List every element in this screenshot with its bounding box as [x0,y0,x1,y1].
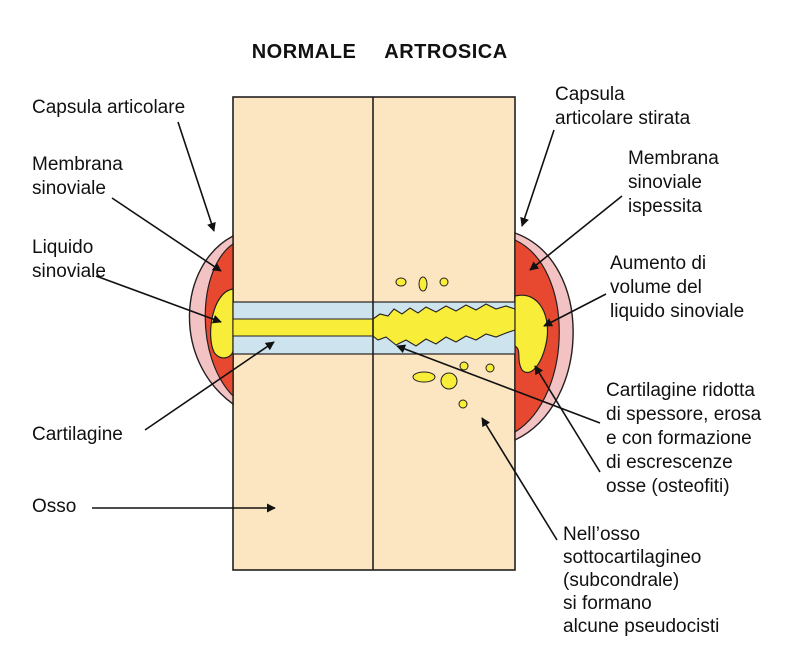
header-normal: NORMALE [252,41,357,63]
pseudocyst [440,372,458,390]
label-capsule-left: Capsula articolare [32,97,185,118]
arrow-cartilage-right-1 [396,344,601,424]
pseudocyst [418,276,428,292]
arrow-cartilage-right-2 [534,365,601,473]
label-cartilage-left: Cartilagine [32,424,123,445]
fluid-left [210,288,234,359]
pseudocyst [485,363,495,373]
arrow-fluid-right [543,293,607,327]
pseudocyst [412,371,436,383]
pseudocyst [439,277,449,287]
pseudocyst [459,361,469,371]
pseudocyst [458,399,468,409]
cartilage-gap-normal [232,318,374,337]
arrow-capsule-left [177,121,216,232]
label-fluid-left: Liquido sinoviale [32,237,106,282]
arrow-capsule-right [520,129,555,227]
label-cartilage-right: Cartilagine ridotta di spessore, erosa e… [606,380,767,497]
header-arthritic: ARTROSICA [384,41,507,63]
label-fluid-right: Aumento di volume del liquido sinoviale [610,253,744,322]
label-cysts: Nell’osso sottocartilagineo (subcondrale… [563,524,719,637]
pseudocyst [395,277,407,287]
arrow-membrane-left [111,197,222,272]
label-bone: Osso [32,496,76,517]
arrow-membrane-right [529,195,623,271]
arrow-cysts [481,417,558,541]
label-membrane-left: Membrana sinoviale [32,154,128,199]
label-capsule-right: Capsula articolare stirata [555,84,691,129]
arrow-cartilage-left [144,341,275,431]
arrow-fluid-left [95,275,222,324]
label-membrane-right: Membrana sinoviale ispessita [628,148,724,217]
